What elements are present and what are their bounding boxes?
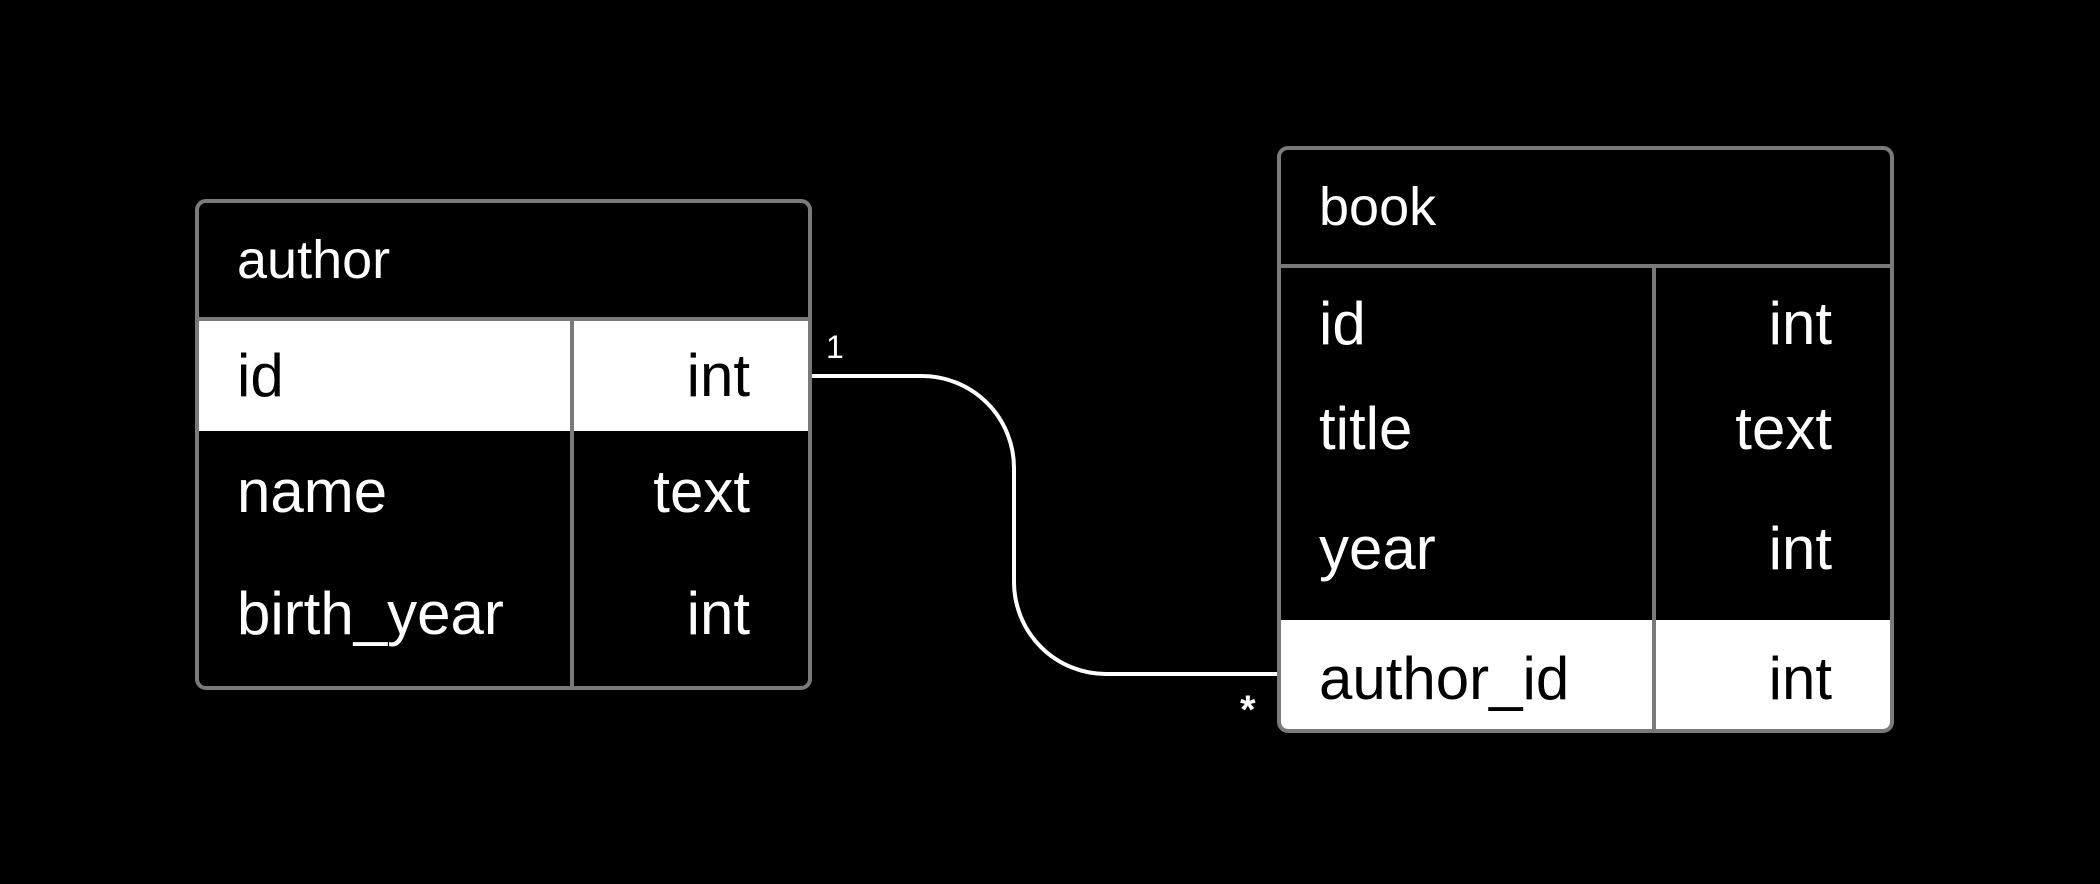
book-row-year[interactable]: year int <box>1281 478 1890 620</box>
author-table-title: author <box>237 230 391 290</box>
cardinality-one-label: 1 <box>826 329 844 365</box>
book-row-title[interactable]: title text <box>1281 380 1890 478</box>
field-name: year <box>1319 515 1436 582</box>
author-table-body: id int name text birth_year int <box>199 321 808 686</box>
book-row-id[interactable]: id int <box>1281 268 1890 380</box>
book-table[interactable]: book id int title text year int author_i… <box>1277 146 1894 733</box>
book-table-body: id int title text year int author_id int <box>1281 268 1890 729</box>
book-table-header: book <box>1281 150 1890 268</box>
field-type: text <box>1735 395 1832 462</box>
author-table-header: author <box>199 203 808 321</box>
book-row-author-id[interactable]: author_id int <box>1281 620 1890 729</box>
cardinality-many-label: * <box>1240 688 1256 732</box>
book-table-title: book <box>1319 177 1437 237</box>
field-type: int <box>1768 644 1832 712</box>
author-column-divider <box>570 321 574 686</box>
field-name: id <box>1319 290 1366 357</box>
field-type: int <box>686 342 750 409</box>
book-column-divider <box>1652 268 1656 729</box>
field-name: author_id <box>1319 644 1570 712</box>
field-name: birth_year <box>237 580 504 647</box>
field-name: title <box>1319 395 1413 462</box>
field-type: int <box>1768 290 1832 357</box>
field-type: int <box>686 580 750 647</box>
author-row-id[interactable]: id int <box>199 321 808 431</box>
author-table[interactable]: author id int name text birth_year int <box>195 199 812 690</box>
relationship-line <box>812 374 1277 676</box>
field-type: int <box>1768 515 1832 582</box>
field-name: id <box>237 342 284 409</box>
field-name: name <box>237 458 388 525</box>
field-type: text <box>653 458 750 525</box>
author-row-name[interactable]: name text <box>199 431 808 553</box>
author-row-birth-year[interactable]: birth_year int <box>199 553 808 675</box>
